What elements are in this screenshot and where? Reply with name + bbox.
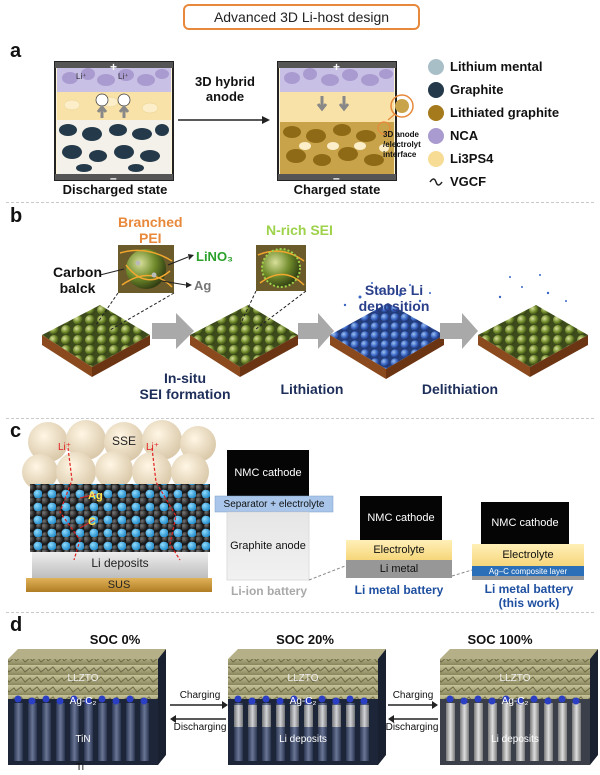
li-plus-right: Li⁺ <box>146 442 160 453</box>
discharging-label-1: Discharging <box>173 722 227 733</box>
panel-c-letter: c <box>10 420 22 442</box>
soc-20-label: SOC 20% <box>276 632 334 647</box>
soc-0-label: SOC 0% <box>89 632 141 647</box>
llzto-label-2: LLZTO <box>287 673 319 684</box>
charging-label-1: Charging <box>179 690 221 701</box>
sse-label: SSE <box>112 434 137 448</box>
sus-label: SUS <box>107 579 131 591</box>
col3-electrolyte: Electrolyte <box>502 549 554 561</box>
charged-cell <box>277 61 397 181</box>
li-deposits-label-3: Li deposits <box>491 734 539 745</box>
charged-plus: + <box>333 60 341 74</box>
discharging-label-2: Discharging <box>385 722 439 733</box>
col2-caption: Li metal battery <box>354 583 444 597</box>
legend-nca: NCA <box>450 128 479 143</box>
col1-caption: Li-ion battery <box>230 584 307 598</box>
discharged-cell <box>54 61 174 181</box>
charged-state-label: Charged state <box>293 182 381 197</box>
col3-cathode: NMC cathode <box>491 517 559 529</box>
discharged-li-ion-2: Li⁺ <box>118 72 129 81</box>
lithiation-label: Lithiation <box>280 381 344 397</box>
branched-pei-label: Branched PEI <box>118 214 183 246</box>
figure-title: Advanced 3D Li-host design <box>183 4 420 30</box>
agc-label-3: Ag-C₂ <box>501 696 529 707</box>
panel-a-diagram <box>54 59 444 186</box>
panel-a-letter: a <box>10 40 22 62</box>
hybrid-anode-label: 3D hybrid anode <box>195 74 255 104</box>
interface-label: 3D anode /electrolyt interface <box>383 130 421 159</box>
panel-b-diagram <box>42 245 588 379</box>
llzto-label-3: LLZTO <box>499 673 531 684</box>
col2-cathode: NMC cathode <box>367 512 435 524</box>
delithiation-label: Delithiation <box>421 381 499 397</box>
li-deposits-label-2: Li deposits <box>279 734 327 745</box>
separator-cd <box>6 612 594 613</box>
col1-separator: Separator + electrolyte <box>223 498 325 510</box>
ag-particle-label: Ag <box>88 490 103 502</box>
panel-d-diagram <box>8 649 598 765</box>
separator-ab <box>6 202 594 203</box>
llzto-label-1: LLZTO <box>67 673 99 684</box>
panel-b-letter: b <box>10 205 23 227</box>
lino3-label: LiNO₃ <box>196 249 234 264</box>
soc-100-label: SOC 100% <box>467 632 533 647</box>
legend-lithiated-graphite: Lithiated graphite <box>450 105 560 120</box>
panel-c-diagram <box>22 420 584 592</box>
col2-li-metal: Li metal <box>379 563 419 575</box>
col2-electrolyte: Electrolyte <box>373 544 425 556</box>
legend-vgcf: VGCF <box>450 174 487 189</box>
ti-label: Ti <box>76 762 84 773</box>
n-rich-sei-label: N-rich SEI <box>266 222 333 238</box>
c-particle-label: C <box>88 516 96 528</box>
discharged-minus: – <box>110 171 117 185</box>
carbon-black-label: Carbon balck <box>53 264 102 296</box>
agc-label-2: Ag-C₂ <box>289 696 317 707</box>
col3-caption: Li metal battery (this work) <box>484 582 574 610</box>
figure-title-text: Advanced 3D Li-host design <box>213 9 390 25</box>
panel-d-letter: d <box>10 614 23 636</box>
li-plus-left: Li⁺ <box>58 442 72 453</box>
legend-li3ps4: Li3PS4 <box>450 151 494 166</box>
tin-label: TiN <box>75 734 91 745</box>
col3-composite: Ag–C composite layer <box>488 566 568 576</box>
li-deposits-label: Li deposits <box>91 556 149 570</box>
discharged-state-label: Discharged state <box>62 182 168 197</box>
stable-li-label: Stable Li deposition <box>358 282 430 314</box>
charging-label-2: Charging <box>392 690 434 701</box>
legend-lithium: Lithium mental <box>450 59 543 74</box>
discharged-li-ion: Li⁺ <box>76 72 87 81</box>
col1-cathode: NMC cathode <box>234 467 302 479</box>
ag-label: Ag <box>194 278 212 293</box>
col1-anode: Graphite anode <box>230 540 306 552</box>
insitu-label: In-situ SEI formation <box>139 370 231 402</box>
charged-minus: – <box>333 171 340 185</box>
discharged-plus: + <box>110 60 118 74</box>
agc-label-1: Ag-C₂ <box>69 696 97 707</box>
legend-graphite: Graphite <box>450 82 504 97</box>
separator-bc <box>6 418 594 419</box>
